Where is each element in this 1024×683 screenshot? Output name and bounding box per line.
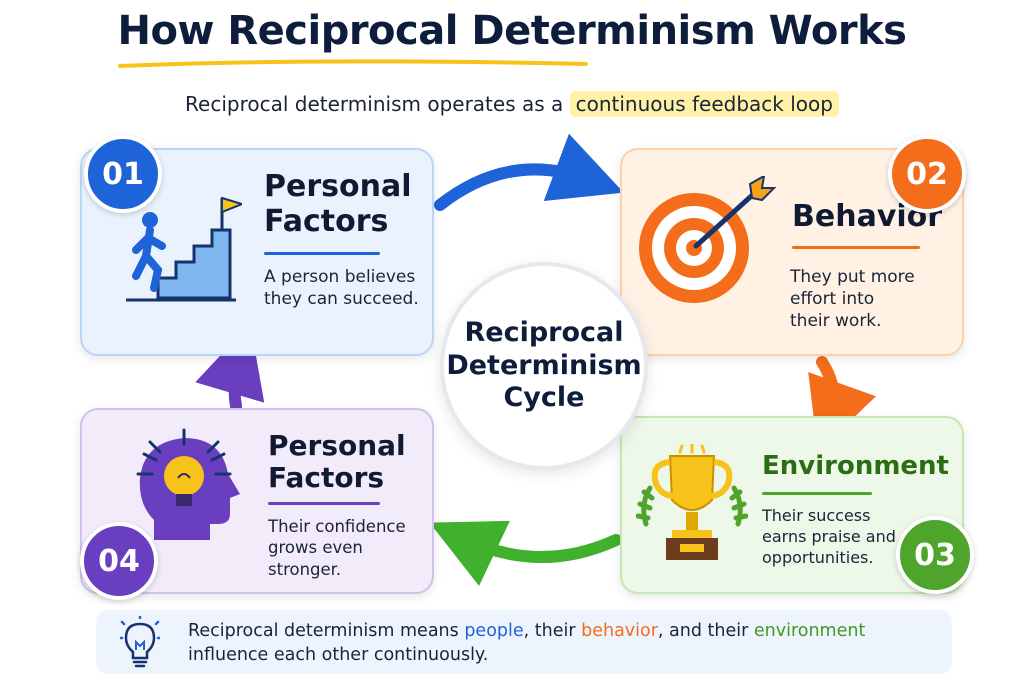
summary-keyword-environment: environment [753,621,866,641]
step-number-badge: 02 [888,135,966,213]
subtitle: Reciprocal determinism operates as a con… [0,91,1024,117]
step-title: Personal Factors [264,169,412,239]
step-number-badge: 03 [896,516,974,594]
cycle-center-label: Reciprocal Determinism Cycle [446,316,642,414]
step-title: Personal Factors [268,429,406,495]
step-description: Their confidence grows even stronger. [268,517,406,579]
subtitle-prefix: Reciprocal determinism operates as a [185,92,570,116]
step-divider [268,502,380,505]
person-climbing-stairs-icon [126,196,242,302]
step-divider [762,492,872,495]
step-divider [792,246,920,249]
cycle-center-circle: Reciprocal Determinism Cycle [440,262,648,470]
summary-text-part: influence each other continuously. [188,644,489,665]
step-number-badge: 01 [84,135,162,213]
step-title: Environment [762,451,949,481]
arrow-4-to-1 [195,323,265,412]
summary-text-part: , and their [657,621,754,641]
lightbulb-icon [120,616,160,668]
summary-footer: Reciprocal determinism means people, the… [96,610,952,674]
trophy-icon [636,444,748,560]
summary-text-part: , their [523,621,582,641]
title-underline [118,59,588,68]
summary-text-part: Reciprocal determinism means [188,621,465,641]
step-description: A person believes they can succeed. [264,267,419,310]
summary-keyword-behavior: behavior [581,621,658,641]
step-divider [264,252,380,255]
head-lightbulb-icon [136,428,240,540]
target-arrow-icon [639,176,777,303]
summary-keyword-people: people [464,621,524,641]
subtitle-highlight: continuous feedback loop [569,91,839,117]
arrow-1-to-2 [434,133,624,211]
arrow-2-to-3 [808,356,877,452]
page-title: How Reciprocal Determinism Works [117,8,907,54]
arrow-3-to-4 [429,520,622,586]
step-number-badge: 04 [80,522,158,600]
step-description: They put more effort into their work. [790,267,915,332]
summary-text: Reciprocal determinism means people, the… [188,620,865,667]
step-description: Their success earns praise and opportuni… [762,506,896,567]
